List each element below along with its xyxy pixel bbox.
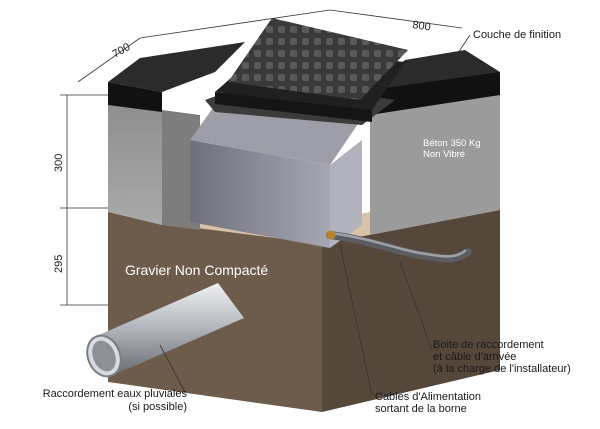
dimension-height-bottom: 295 [53, 255, 65, 273]
finish-layer-left-front [108, 82, 162, 112]
cover-frame-front [215, 92, 372, 122]
label-cables-line2: sortant de la borne [375, 403, 467, 415]
manhole-cover [228, 18, 408, 100]
housing-side [330, 140, 362, 248]
dimension-height-top: 300 [53, 154, 65, 172]
concrete-block [108, 92, 500, 235]
label-junction-line3: (à la charge de l'installateur) [433, 363, 571, 375]
concrete-front-left [108, 105, 162, 225]
conduit-highlight [329, 231, 467, 258]
label-junction-line2: et câble d'arrivée [433, 351, 516, 363]
dimension-depth: 700 [111, 41, 133, 61]
finish-layer-right-front [370, 72, 500, 115]
finish-layer-left-top [108, 42, 245, 92]
label-rain-line1: Raccordement eaux pluviales [43, 388, 188, 400]
label-gravel: Gravier Non Compacté [125, 262, 268, 278]
cable-entry-ring [326, 230, 336, 240]
concrete-right-face [370, 92, 500, 235]
label-cables-line1: Cables d'Alimentation [375, 391, 481, 403]
cover-assembly [215, 18, 408, 122]
label-finish-layer: Couche de finition [473, 29, 561, 41]
label-rain-line2: (si possible) [128, 401, 187, 413]
pipe-body [92, 283, 244, 373]
dimension-lines [60, 9, 463, 306]
label-concrete-line1: Béton 350 Kg [423, 138, 481, 149]
finish-layer [108, 42, 500, 115]
conduit-pipe [326, 231, 472, 263]
rainwater-pipe [86, 283, 244, 378]
leader-lines [159, 34, 471, 396]
label-concrete-line2: Non Vibré [423, 149, 465, 160]
dimension-width: 800 [412, 19, 432, 33]
pipe-interior [92, 340, 116, 372]
cable-conduit [326, 230, 472, 263]
label-junction-line1: Boite de raccordement [433, 339, 544, 351]
housing-front [190, 140, 330, 248]
